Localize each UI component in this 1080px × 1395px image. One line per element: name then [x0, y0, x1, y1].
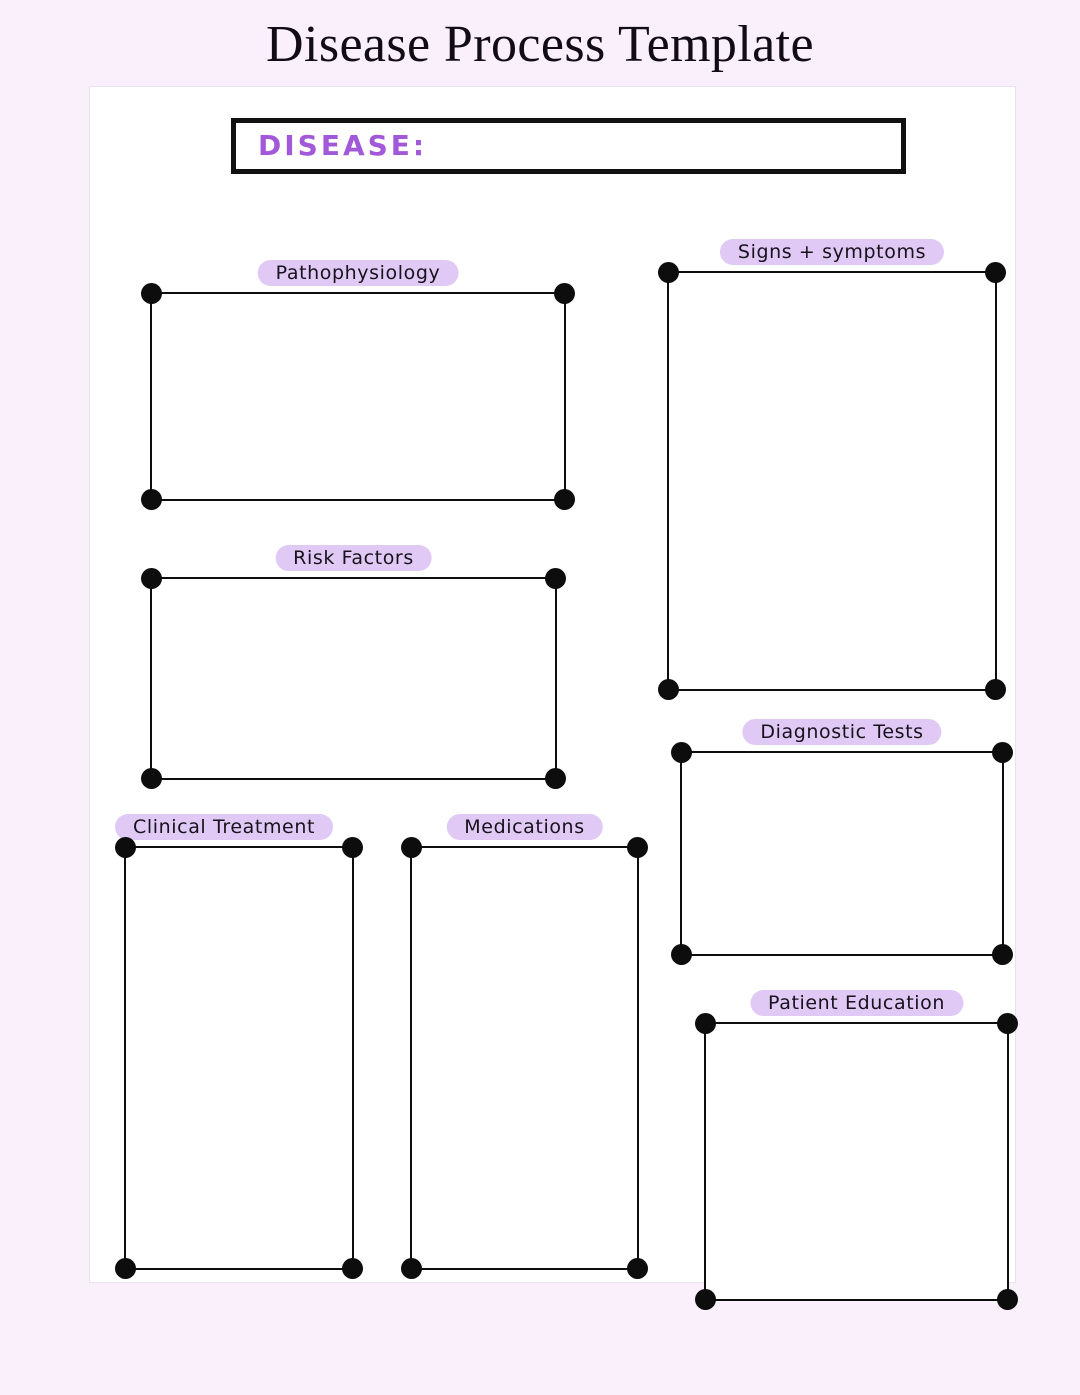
section-input-diagnostic-tests[interactable] — [682, 753, 1002, 954]
section-label-pathophysiology: Pathophysiology — [257, 260, 459, 286]
corner-dot-tr-patient-education — [997, 1013, 1018, 1034]
section-input-patient-education[interactable] — [706, 1024, 1007, 1299]
corner-dot-tr-signs-symptoms — [985, 262, 1006, 283]
section-label-signs-symptoms: Signs + symptoms — [719, 239, 945, 265]
disease-name-field[interactable]: DISEASE: — [231, 118, 906, 174]
section-box-pathophysiology — [141, 283, 575, 510]
section-box-signs-symptoms — [658, 262, 1006, 700]
section-input-risk-factors[interactable] — [152, 579, 555, 778]
disease-name-input[interactable] — [236, 123, 901, 169]
section-label-patient-education: Patient Education — [750, 990, 963, 1016]
corner-dot-tl-diagnostic-tests — [671, 742, 692, 763]
section-input-signs-symptoms[interactable] — [669, 273, 995, 689]
corner-dot-br-pathophysiology — [554, 489, 575, 510]
corner-dot-bl-clinical-treatment — [115, 1258, 136, 1279]
section-box-patient-education — [695, 1013, 1018, 1310]
section-label-clinical-treatment: Clinical Treatment — [115, 814, 334, 840]
corner-dot-bl-pathophysiology — [141, 489, 162, 510]
section-box-risk-factors — [141, 568, 566, 789]
corner-dot-tl-risk-factors — [141, 568, 162, 589]
corner-dot-br-diagnostic-tests — [992, 944, 1013, 965]
corner-dot-bl-medications — [401, 1258, 422, 1279]
section-input-pathophysiology[interactable] — [152, 294, 564, 499]
section-label-diagnostic-tests: Diagnostic Tests — [742, 719, 942, 745]
corner-dot-bl-risk-factors — [141, 768, 162, 789]
corner-dot-tr-diagnostic-tests — [992, 742, 1013, 763]
corner-dot-bl-patient-education — [695, 1289, 716, 1310]
corner-dot-br-patient-education — [997, 1289, 1018, 1310]
corner-dot-br-signs-symptoms — [985, 679, 1006, 700]
section-box-clinical-treatment — [115, 837, 363, 1279]
section-box-diagnostic-tests — [671, 742, 1013, 965]
worksheet-sheet: DISEASE: Pathophysiology Signs + symptoms… — [89, 86, 1018, 1310]
corner-dot-br-medications — [627, 1258, 648, 1279]
corner-dot-tl-clinical-treatment — [115, 837, 136, 858]
section-medications: Medications — [399, 814, 650, 1286]
corner-dot-br-risk-factors — [545, 768, 566, 789]
corner-dot-bl-diagnostic-tests — [671, 944, 692, 965]
corner-dot-tr-medications — [627, 837, 648, 858]
corner-dot-tl-pathophysiology — [141, 283, 162, 304]
section-risk-factors: Risk Factors — [139, 545, 568, 796]
section-signs-symptoms: Signs + symptoms — [656, 239, 1008, 707]
disease-field-label: DISEASE: — [258, 128, 428, 162]
corner-dot-tl-patient-education — [695, 1013, 716, 1034]
section-label-medications: Medications — [446, 814, 603, 840]
corner-dot-tl-signs-symptoms — [658, 262, 679, 283]
section-patient-education: Patient Education — [693, 990, 1020, 1317]
corner-dot-tr-clinical-treatment — [342, 837, 363, 858]
corner-dot-bl-signs-symptoms — [658, 679, 679, 700]
page-title: Disease Process Template — [266, 16, 814, 73]
corner-dot-tl-medications — [401, 837, 422, 858]
corner-dot-br-clinical-treatment — [342, 1258, 363, 1279]
corner-dot-tr-pathophysiology — [554, 283, 575, 304]
section-box-medications — [401, 837, 648, 1279]
section-pathophysiology: Pathophysiology — [139, 260, 577, 517]
corner-dot-tr-risk-factors — [545, 568, 566, 589]
section-clinical-treatment: Clinical Treatment — [113, 814, 365, 1286]
section-input-clinical-treatment[interactable] — [126, 848, 352, 1268]
section-label-risk-factors: Risk Factors — [275, 545, 432, 571]
section-input-medications[interactable] — [412, 848, 637, 1268]
section-diagnostic-tests: Diagnostic Tests — [669, 719, 1015, 972]
